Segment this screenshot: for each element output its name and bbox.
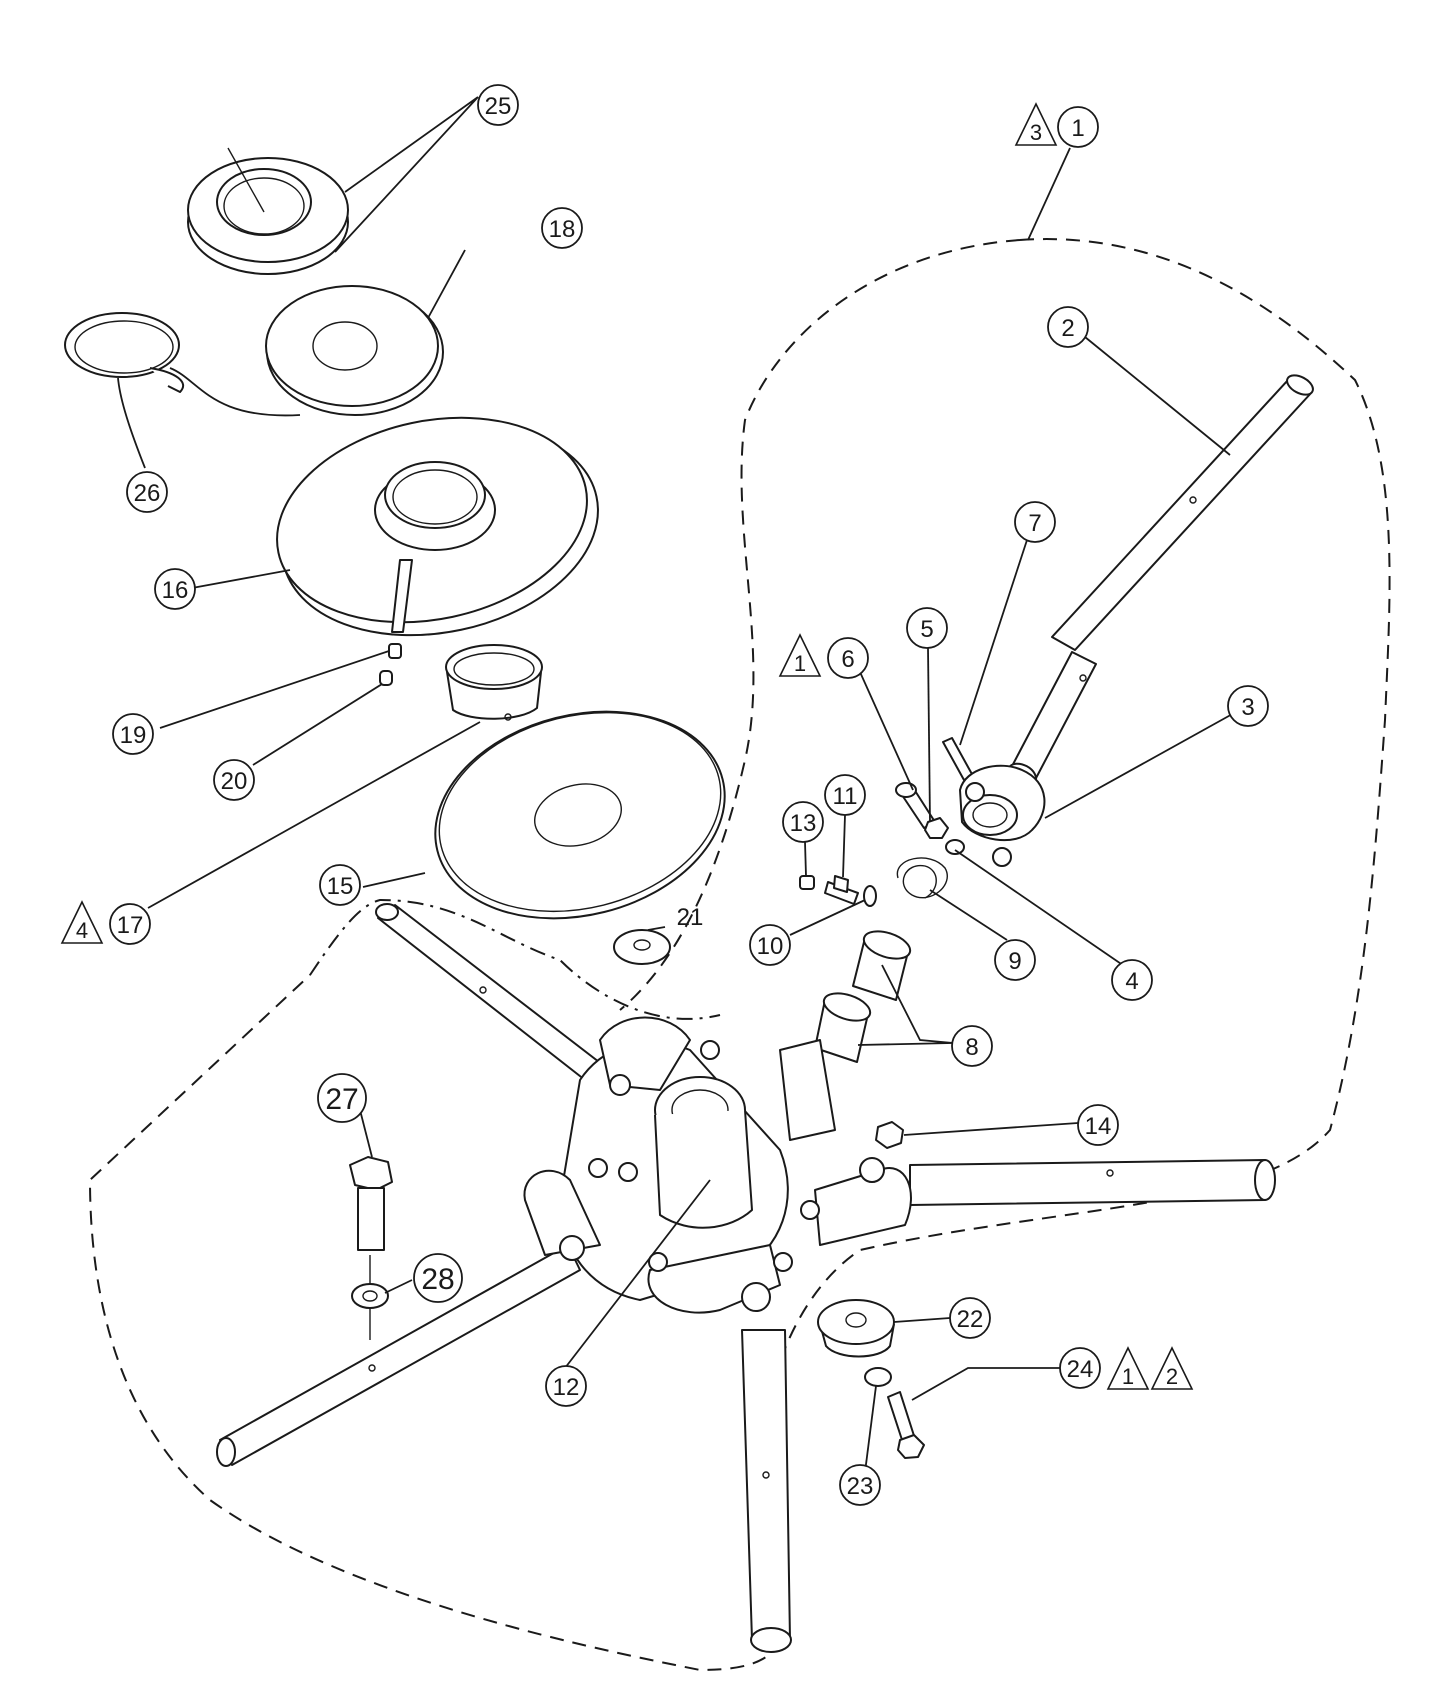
- callout-19: 19: [112, 713, 154, 755]
- callout-7: 7: [1014, 501, 1056, 543]
- svg-text:4: 4: [1125, 968, 1138, 995]
- svg-text:21: 21: [677, 904, 704, 931]
- svg-text:6: 6: [841, 646, 854, 673]
- svg-text:8: 8: [965, 1034, 978, 1061]
- callout-5: 5: [906, 607, 948, 649]
- upper-assembly-outline-top: [619, 239, 1021, 1011]
- svg-text:2: 2: [1166, 1364, 1178, 1389]
- callout-1: 1: [1057, 106, 1099, 148]
- svg-text:2: 2: [1061, 315, 1074, 342]
- part-17-sleeve: [445, 644, 543, 721]
- part-25-seal: [187, 147, 349, 275]
- callout-15: 15: [319, 864, 361, 906]
- callout-17: 17: [109, 903, 151, 945]
- svg-text:26: 26: [134, 480, 161, 507]
- note-triangle-on-17: 4: [60, 900, 104, 944]
- svg-text:16: 16: [162, 577, 189, 604]
- callout-20: 20: [213, 759, 255, 801]
- part-7-roll-pin: [942, 737, 974, 781]
- svg-text:1: 1: [794, 651, 806, 676]
- lower-assembly-outline: [309, 898, 721, 1020]
- svg-text:9: 9: [1008, 948, 1021, 975]
- svg-text:12: 12: [553, 1374, 580, 1401]
- callout-10: 10: [749, 924, 791, 966]
- part-20-plug: [379, 670, 393, 686]
- svg-text:7: 7: [1028, 510, 1041, 537]
- svg-text:27: 27: [325, 1083, 358, 1116]
- callout-18: 18: [541, 207, 583, 249]
- part-8-bushings: [814, 930, 912, 1063]
- svg-text:18: 18: [549, 216, 576, 243]
- svg-text:20: 20: [221, 768, 248, 795]
- part-4-lock-washer: [945, 839, 965, 855]
- part-5-nut: [924, 817, 949, 839]
- svg-text:28: 28: [421, 1263, 454, 1296]
- part-27-hex-bolt: [349, 1156, 393, 1251]
- callout-22: 22: [949, 1297, 991, 1339]
- part-16-large-disc: [276, 416, 599, 637]
- note-triangle-on-24-b: 2: [1150, 1346, 1194, 1390]
- svg-text:3: 3: [1030, 120, 1042, 145]
- central-hub-assembly: [216, 903, 1276, 1653]
- svg-text:1: 1: [1122, 1364, 1134, 1389]
- leader-lines: [117, 96, 1246, 1481]
- svg-text:24: 24: [1067, 1356, 1094, 1383]
- callout-9: 9: [994, 939, 1036, 981]
- note-triangle-on-24-a: 1: [1106, 1346, 1150, 1390]
- part-24-bolt: [887, 1391, 925, 1459]
- part-23-lock-washer: [864, 1367, 892, 1387]
- part-10-washer: [863, 885, 877, 907]
- callout-23: 23: [839, 1464, 881, 1506]
- svg-text:5: 5: [920, 616, 933, 643]
- svg-text:10: 10: [757, 933, 784, 960]
- svg-text:22: 22: [957, 1306, 984, 1333]
- part-15-lower-disc: [434, 710, 726, 920]
- callout-14: 14: [1077, 1104, 1119, 1146]
- part-28-washer: [351, 1255, 389, 1340]
- part-2-upper-arm: [1006, 374, 1314, 788]
- upper-assembly-outline: [88, 238, 1391, 1672]
- svg-text:25: 25: [485, 93, 512, 120]
- callout-12: 12: [545, 1365, 587, 1407]
- svg-text:14: 14: [1085, 1113, 1112, 1140]
- svg-text:15: 15: [327, 873, 354, 900]
- svg-text:19: 19: [120, 722, 147, 749]
- svg-text:3: 3: [1241, 694, 1254, 721]
- svg-text:23: 23: [847, 1473, 874, 1500]
- svg-text:1: 1: [1071, 115, 1084, 142]
- callout-4: 4: [1111, 959, 1153, 1001]
- part-18-cover-plate: [265, 285, 444, 416]
- callout-27: 27: [317, 1073, 367, 1123]
- callout-24: 24: [1059, 1347, 1101, 1389]
- callout-26: 26: [126, 471, 168, 513]
- svg-text:4: 4: [76, 918, 88, 943]
- callout-16: 16: [154, 568, 196, 610]
- part-3-clamp: [959, 764, 1046, 867]
- part-13-cap: [799, 875, 815, 890]
- svg-text:13: 13: [790, 810, 817, 837]
- note-triangle-on-1: 3: [1014, 102, 1058, 146]
- part-19-grease-fitting: [388, 643, 402, 659]
- callout-25: 25: [477, 84, 519, 126]
- part-22-cap: [817, 1299, 895, 1358]
- part-11-fitting: [824, 875, 859, 905]
- part-21-washer: [613, 929, 671, 965]
- part-26-snap-ring: [64, 312, 185, 393]
- svg-text:11: 11: [833, 783, 858, 810]
- svg-text:17: 17: [117, 912, 144, 939]
- callout-3: 3: [1227, 685, 1269, 727]
- callout-2: 2: [1047, 306, 1089, 348]
- callout-8: 8: [951, 1025, 993, 1067]
- callout-11: 11: [824, 774, 866, 816]
- callout-28: 28: [413, 1253, 463, 1303]
- callout-21: 21: [677, 904, 704, 931]
- callout-13: 13: [782, 801, 824, 843]
- part-14-nut: [875, 1121, 904, 1149]
- callout-6: 6: [827, 637, 869, 679]
- note-triangle-on-6: 1: [778, 633, 822, 677]
- part-9-spring: [896, 857, 948, 899]
